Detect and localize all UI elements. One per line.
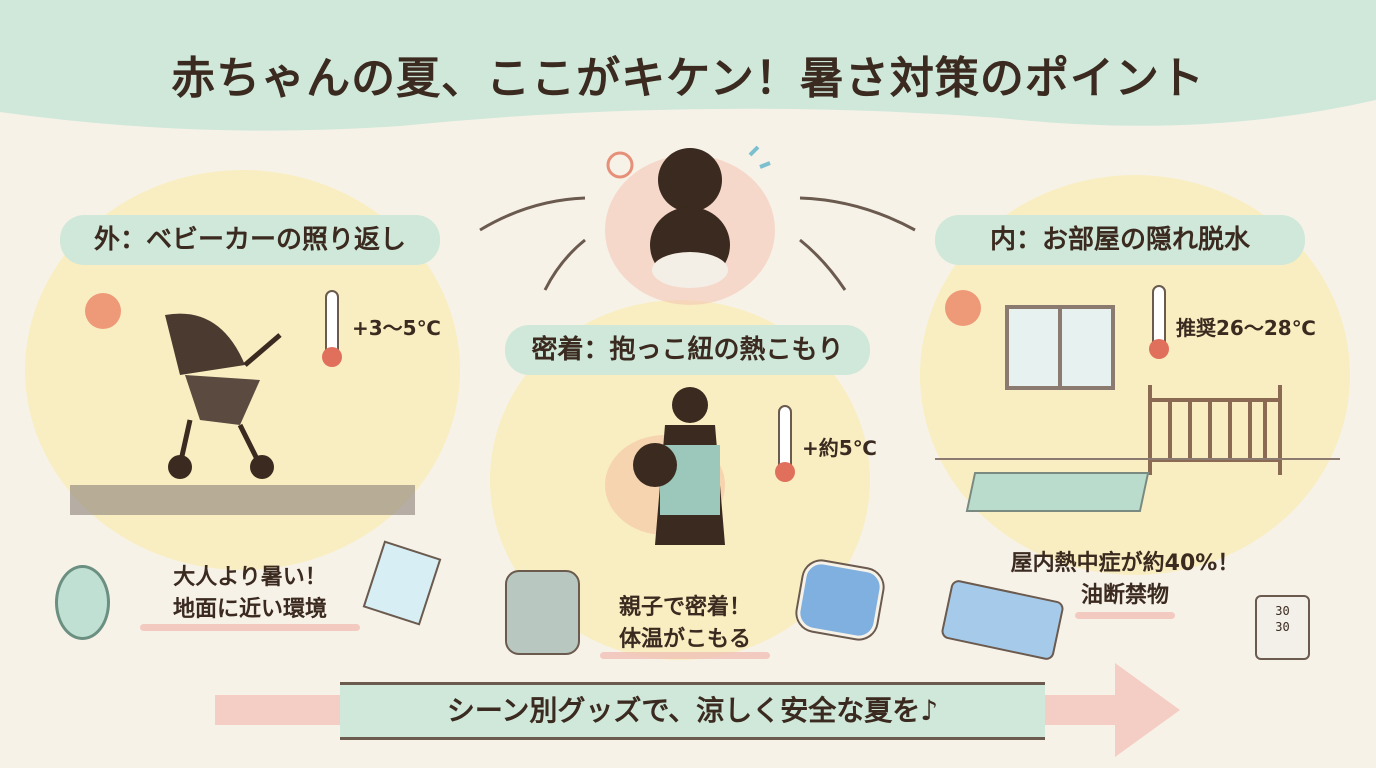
caption-line-2: 地面に近い環境 (172, 597, 327, 622)
hygrometer-reading-2: 30 (1275, 620, 1290, 634)
clip-fan-icon (55, 565, 110, 640)
scene-carrier-temp: +約5℃ (802, 436, 877, 460)
caption-line-1: 屋内熱中症が約40%！ (1010, 551, 1240, 576)
caption-underline (1075, 612, 1175, 619)
ice-pack-icon (794, 558, 886, 642)
scene-outdoor-temp: +3〜5℃ (352, 316, 441, 340)
thermometer-icon (322, 290, 342, 367)
hot-baby-icon (605, 145, 775, 305)
cooling-sheet-icon (362, 540, 442, 626)
page-title: 赤ちゃんの夏、ここがキケン！暑さ対策のポイント (171, 53, 1205, 104)
sun-icon (85, 293, 121, 329)
hygrometer-icon: 30 30 (1255, 595, 1310, 660)
footer-banner: シーン別グッズで、涼しく安全な夏を♪ (340, 682, 1045, 740)
window-icon (1005, 305, 1115, 390)
arrows (479, 196, 916, 291)
parent-carrying-baby-icon (605, 387, 725, 545)
scene-indoor-caption: 屋内熱中症が約40%！ 油断禁物 (985, 548, 1265, 612)
floor-line (935, 458, 1340, 460)
scene-carrier-caption: 親子で密着！ 体温がこもる (585, 592, 785, 656)
crib-icon (1148, 385, 1282, 475)
scene-indoor-label: 内：お部屋の隠れ脱水 (935, 215, 1305, 265)
scene-outdoor-caption: 大人より暑い！ 地面に近い環境 (130, 562, 370, 626)
thermometer-icon (1149, 285, 1169, 359)
ground-pavement (70, 485, 415, 515)
mesh-carrier-icon (505, 570, 580, 655)
hygrometer-reading-1: 30 (1275, 604, 1290, 618)
caption-underline (600, 652, 770, 659)
caption-line-1: 大人より暑い！ (173, 565, 327, 590)
caption-line-2: 油断禁物 (1080, 583, 1169, 608)
scene-carrier-label: 密着：抱っこ紐の熱こもり (505, 325, 870, 375)
mat-icon (965, 472, 1150, 512)
caption-line-1: 親子で密着！ (618, 595, 751, 620)
sun-icon (945, 290, 981, 326)
caption-line-2: 体温がこもる (618, 627, 751, 652)
scene-indoor-temp: 推奨26〜28℃ (1176, 316, 1316, 340)
stroller-icon (165, 313, 282, 479)
header-band (0, 0, 1376, 131)
thermometer-icon (775, 405, 795, 482)
caption-underline (140, 624, 360, 631)
scene-outdoor-label: 外：ベビーカーの照り返し (60, 215, 440, 265)
